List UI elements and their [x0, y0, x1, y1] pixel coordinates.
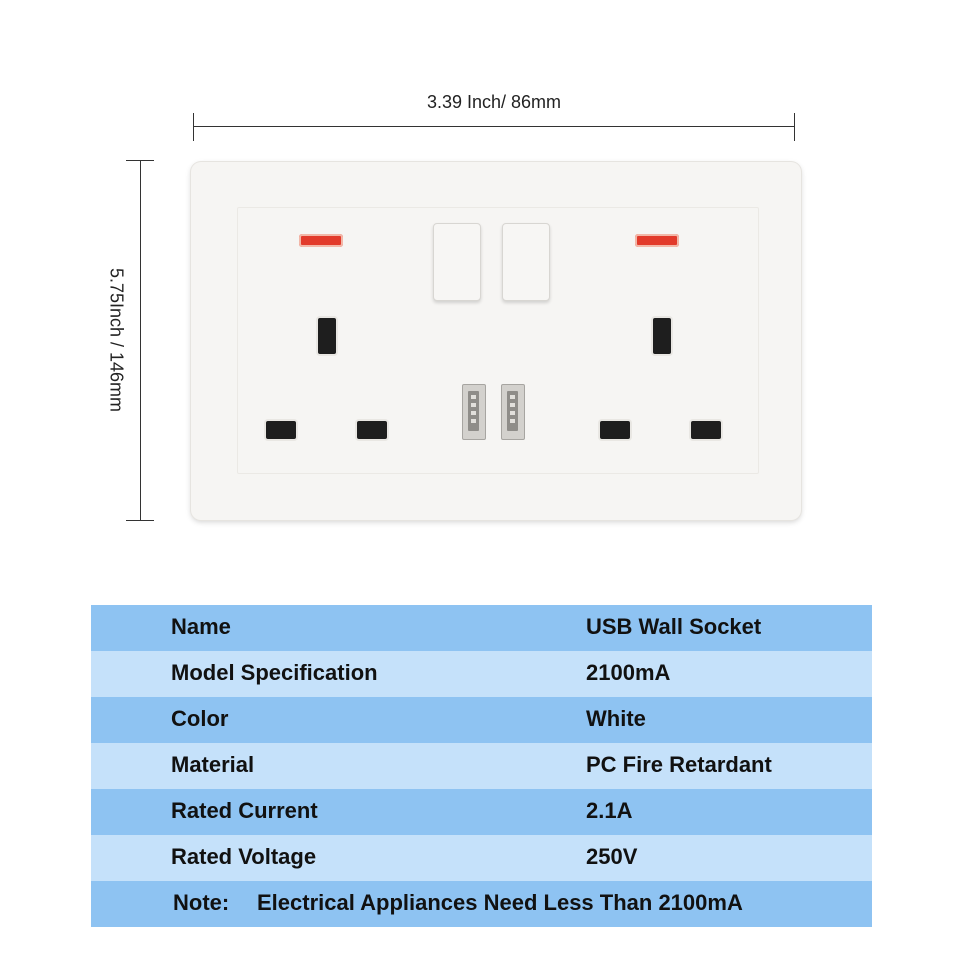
spec-label: Material: [171, 752, 255, 777]
note-label: Note:: [173, 890, 230, 915]
note-text: Electrical Appliances Need Less Than 210…: [257, 890, 743, 915]
spec-value: 250V: [586, 844, 638, 869]
spec-row-color: Color White: [91, 697, 872, 743]
width-dimension-cap-right: [794, 113, 795, 141]
right-neutral-pin-slot: [691, 421, 721, 439]
spec-row-model: Model Specification 2100mA: [91, 651, 872, 697]
right-indicator-light: [635, 234, 679, 247]
usb-port-left: [462, 384, 486, 440]
left-rocker-switch: [433, 223, 481, 301]
spec-label: Rated Current: [171, 798, 318, 823]
usb-port-right: [501, 384, 525, 440]
spec-row-rated-voltage: Rated Voltage 250V: [91, 835, 872, 881]
spec-note-row: Note: Electrical Appliances Need Less Th…: [91, 881, 872, 927]
height-dimension-label: 5.75Inch / 146mm: [106, 267, 127, 413]
spec-value: White: [586, 706, 646, 731]
height-dimension-cap-top: [126, 160, 154, 161]
right-live-pin-slot: [600, 421, 630, 439]
spec-label: Name: [171, 614, 231, 639]
left-earth-pin-slot: [318, 318, 336, 354]
spec-label: Color: [171, 706, 229, 731]
width-dimension-label: 3.39 Inch/ 86mm: [426, 92, 562, 112]
usb-wall-socket-image: [191, 162, 801, 520]
spec-value: 2.1A: [586, 798, 633, 823]
spec-value: PC Fire Retardant: [586, 752, 772, 777]
left-live-pin-slot: [266, 421, 296, 439]
spec-value: USB Wall Socket: [586, 614, 762, 639]
width-dimension-line: [193, 126, 795, 127]
spec-label: Model Specification: [171, 660, 378, 685]
spec-label: Rated Voltage: [171, 844, 317, 869]
spec-row-rated-current: Rated Current 2.1A: [91, 789, 872, 835]
spec-table: Name USB Wall Socket Model Specification…: [91, 605, 872, 927]
right-earth-pin-slot: [653, 318, 671, 354]
spec-row-material: Material PC Fire Retardant: [91, 743, 872, 789]
spec-row-name: Name USB Wall Socket: [91, 605, 872, 651]
height-dimension-line: [140, 160, 141, 521]
right-rocker-switch: [502, 223, 550, 301]
socket-inner-frame: [237, 207, 759, 474]
left-indicator-light: [299, 234, 343, 247]
width-dimension-cap-left: [193, 113, 194, 141]
height-dimension-cap-bottom: [126, 520, 154, 521]
left-neutral-pin-slot: [357, 421, 387, 439]
spec-value: 2100mA: [586, 660, 671, 685]
